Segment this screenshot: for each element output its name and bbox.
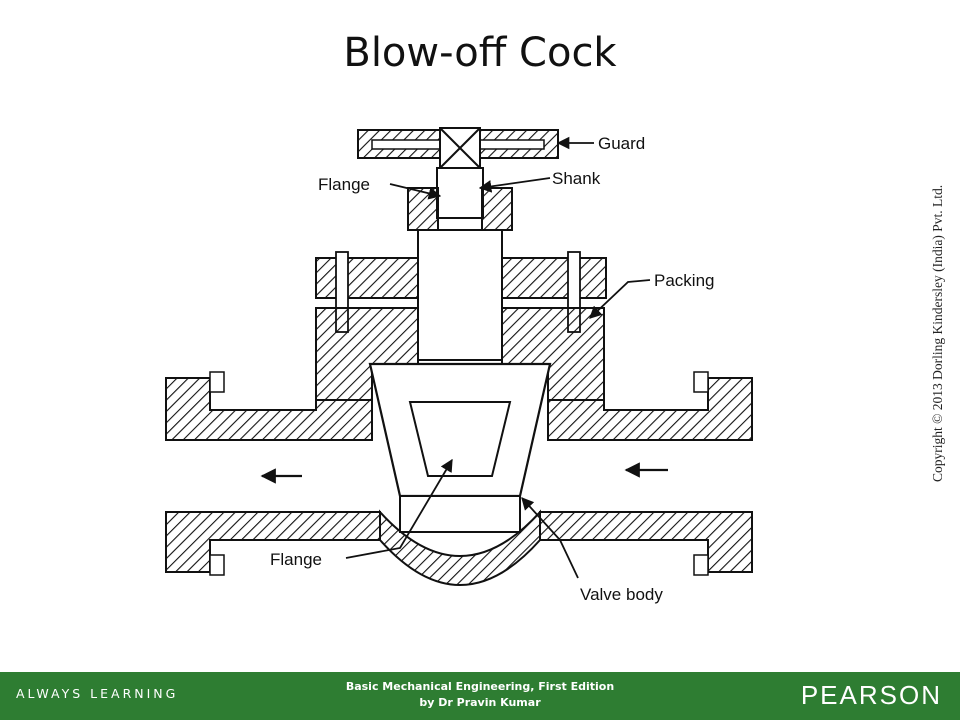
copyright-notice: Copyright © 2013 Dorling Kindersley (Ind… <box>930 130 950 490</box>
copyright-text: Copyright © 2013 Dorling Kindersley (Ind… <box>930 184 945 482</box>
guard-handwheel <box>357 127 559 169</box>
label-flange-top: Flange <box>318 175 370 194</box>
footer-tagline: ALWAYS LEARNING <box>16 686 179 701</box>
pearson-logo: PEARSON <box>800 680 942 710</box>
footer-bar: ALWAYS LEARNING Basic Mechanical Enginee… <box>0 672 960 720</box>
footer-book-title: Basic Mechanical Engineering, First Edit… <box>345 680 615 693</box>
flow-arrows <box>260 462 668 484</box>
tapered-plug <box>368 362 552 533</box>
slide-title: Blow-off Cock <box>343 30 617 76</box>
pipe-walls <box>165 371 753 586</box>
blow-off-cock-diagram: Guard Shank Flange Packing Flange Valve … <box>165 127 753 604</box>
label-valve-body: Valve body <box>580 585 663 604</box>
label-shank: Shank <box>552 169 601 188</box>
footer-book-author: by Dr Pravin Kumar <box>419 696 541 709</box>
label-packing: Packing <box>654 271 714 290</box>
shank <box>407 167 513 361</box>
leader-lines <box>345 136 651 579</box>
label-flange-bottom: Flange <box>270 550 322 569</box>
label-guard: Guard <box>598 134 645 153</box>
gland-flange <box>315 251 607 333</box>
